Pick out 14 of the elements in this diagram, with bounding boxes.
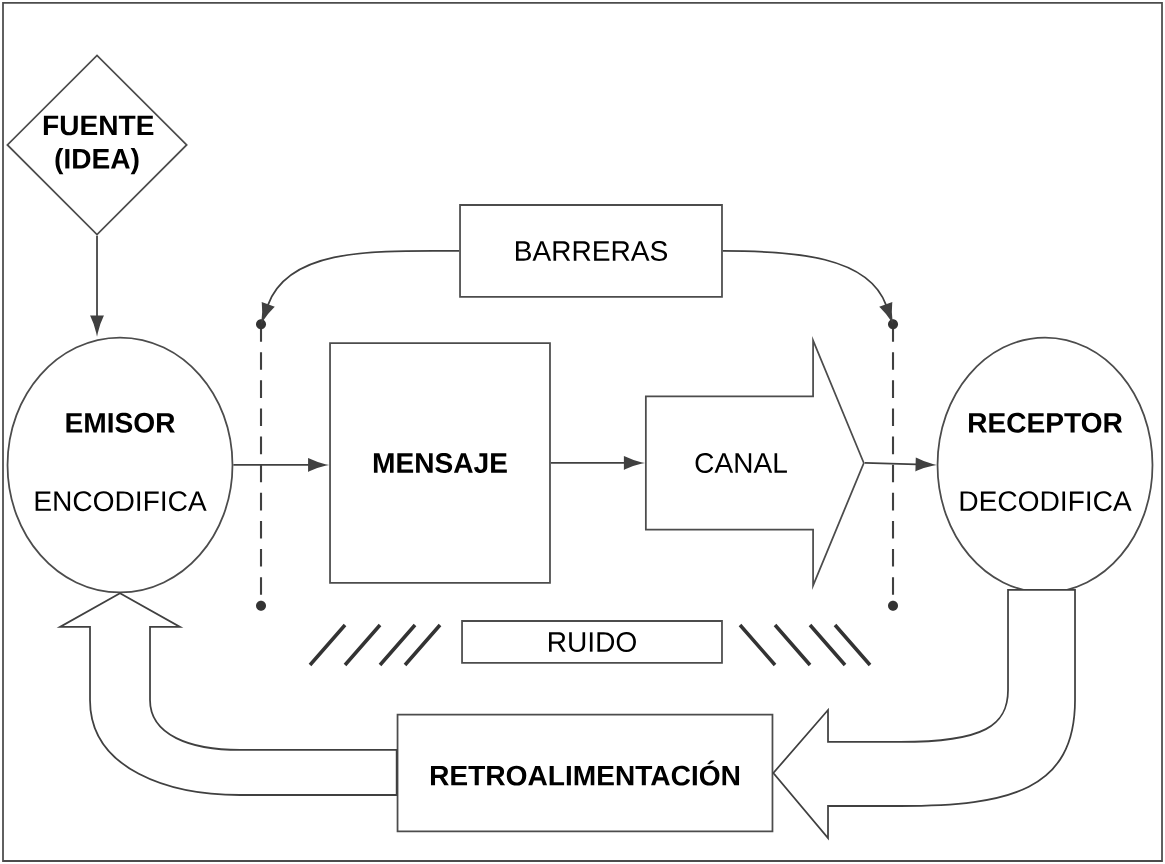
arrow: [863, 457, 934, 471]
arrow: [550, 456, 642, 470]
process-box: MENSAJE: [329, 342, 551, 584]
barrier-line: [256, 319, 266, 611]
arrow: [261, 250, 461, 322]
arrow: [722, 250, 893, 322]
process-box: RETROALIMENTACIÓN: [396, 713, 774, 833]
process-box: RUIDO: [461, 620, 723, 664]
arrow: [232, 458, 326, 472]
block-arrow: [59, 592, 398, 796]
process-box: BARRERAS: [459, 204, 723, 298]
barrier-line: [888, 319, 898, 611]
arrow: [90, 235, 104, 334]
block-arrow: [772, 589, 1076, 839]
